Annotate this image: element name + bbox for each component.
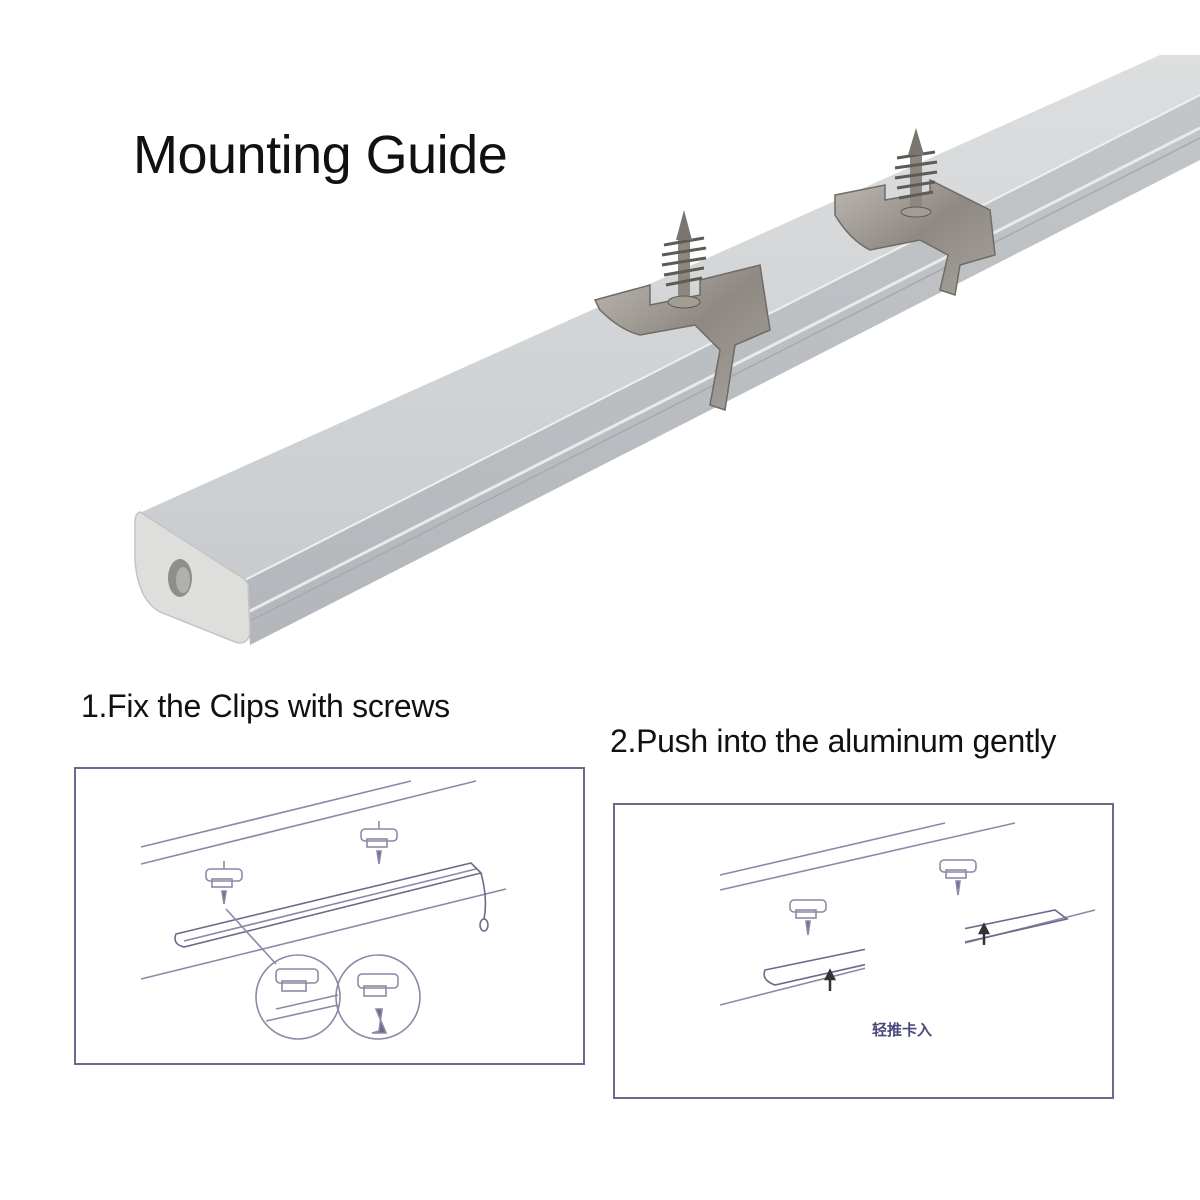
clip-icon-right [360, 821, 398, 865]
led-profile-line-art [763, 909, 1069, 986]
step-1-label: 1.Fix the Clips with screws [81, 688, 450, 724]
mounting-clip-2 [834, 128, 996, 296]
detail-circle-2 [335, 954, 421, 1040]
end-cap [134, 511, 251, 644]
clip-icon-left [789, 899, 827, 936]
chinese-caption: 轻推卡入 [872, 1022, 933, 1039]
step-2-label: 2.Push into the aluminum gently [610, 723, 1057, 759]
mounting-clip-1 [593, 210, 771, 411]
clip-icon-left [205, 861, 243, 905]
push-arrow-icon-left [823, 968, 837, 991]
product-photo [134, 55, 1200, 645]
step-2-diagram: 轻推卡入 [613, 803, 1114, 1099]
clip-icon-right [939, 859, 977, 896]
push-arrow-icon-right [977, 922, 991, 945]
screw-2 [894, 128, 938, 218]
screw-1 [661, 210, 707, 309]
step-1-diagram [74, 767, 585, 1065]
detail-circle-1 [255, 954, 341, 1040]
led-profile-line-art [174, 862, 483, 948]
page-title: Mounting Guide [133, 125, 508, 185]
